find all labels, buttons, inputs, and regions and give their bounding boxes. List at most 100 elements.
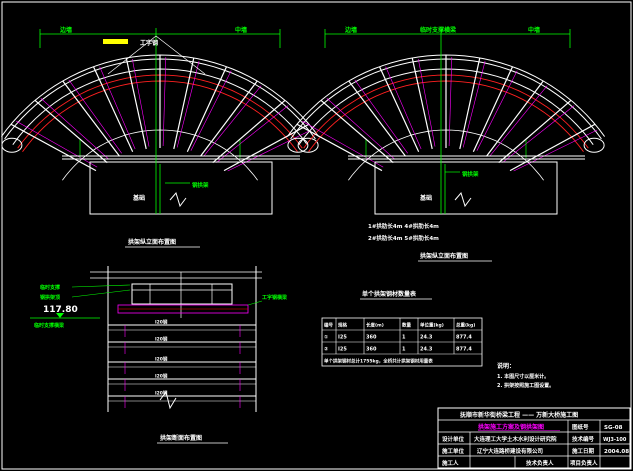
arch-radial-rib [62, 80, 121, 157]
arch-radial-rib-inner [513, 129, 598, 172]
note-item-2: 2. 拱架按照施工图设置。 [497, 382, 554, 389]
arch-radial-rib-inner [418, 58, 436, 147]
tech-no: WJ3-100 [603, 437, 627, 443]
label-center-wall: 中墙 [528, 26, 540, 34]
arch-radial-rib [411, 57, 433, 150]
tech-label: 技术编号 [572, 435, 595, 443]
rib-note-1: 1#拱肋长4m 4#拱肋长4m [368, 222, 439, 230]
table-cell: 360 [366, 335, 377, 341]
arch-radial-rib [173, 57, 195, 150]
arch-end-right [297, 137, 319, 153]
top-frame [131, 283, 233, 305]
beam-label: I20钢 [155, 390, 168, 397]
reviewer-label: 技术负责人 [526, 459, 554, 467]
arch-radial-rib-inner [40, 98, 110, 160]
drawing-no: SG-08 [604, 425, 623, 431]
table-cell: 877.4 [456, 335, 472, 341]
arch-radial-rib [485, 80, 544, 157]
leader-arch-top [71, 289, 131, 298]
beam-label: I20钢 [155, 319, 168, 326]
arch-radial-rib-inner [203, 85, 262, 156]
arch-radial-rib [186, 66, 228, 152]
foundation-block [89, 161, 273, 215]
arch-end-left [287, 137, 309, 153]
title-block: 抚顺市新华街桥梁工程 —— 万新大桥施工图 拱架施工方案及钢拱架图 设计单位 大… [437, 407, 631, 469]
note-item-1: 1. 本图尺寸以厘米计。 [497, 373, 549, 380]
table-header-cell: 编号 [324, 322, 333, 329]
table-header-cell: 长度(m) [366, 322, 384, 329]
label-foundation: 基础 [419, 194, 432, 202]
designer-label: 设计单位 [442, 435, 465, 443]
arch-ribs [286, 54, 606, 181]
label-temp-support: 临时支撑 [40, 284, 60, 291]
arch-radial-rib-inner [99, 66, 136, 150]
arch-end-right [583, 137, 605, 153]
rib-note-2: 2#拱肋长4m 5#拱肋长4m [368, 234, 439, 242]
date-value: 2004.08 [604, 449, 629, 455]
caption-section: 拱架断面布置图 [160, 434, 202, 442]
arch-radial-rib [92, 66, 134, 152]
contractor-name: 辽宁大连路桥建设有限公司 [477, 447, 543, 455]
arch-radial-rib-inner [227, 129, 312, 172]
table-cell: 360 [366, 347, 377, 353]
arch-radial-rib-inner [132, 58, 150, 147]
arch-radial-rib-inner [216, 105, 289, 163]
title-block-frame [437, 407, 631, 469]
arch-radial-rib-inner [385, 66, 422, 150]
arch-radial-rib-inner [448, 57, 453, 147]
date-label: 施工日期 [572, 447, 595, 455]
arch-radial-rib [212, 99, 286, 164]
label-steel-arch: 钢拱架 [192, 181, 209, 189]
arch-radial-rib [498, 99, 572, 164]
leader-line [155, 35, 206, 75]
arch-radial-rib-inner [326, 98, 396, 160]
designer-name: 大连理工大学土木水利设计研究院 [474, 435, 557, 443]
table-cell: 1 [402, 335, 406, 341]
top-steel-plate [103, 39, 128, 44]
arch-radial-rib-inner [68, 79, 122, 154]
staff-label: 施工人 [442, 459, 459, 467]
leader-temp-support [71, 284, 131, 288]
arch-radial-rib-inner [502, 105, 575, 163]
leader-i-beam-right [247, 300, 263, 306]
beam-label: I20钢 [155, 373, 168, 380]
arch-radial-rib [296, 123, 383, 172]
table-cell: 877.4 [456, 347, 472, 353]
table-cell: 1 [402, 347, 406, 353]
break-symbol [169, 191, 187, 208]
arch-end-left [1, 137, 23, 153]
label-temporary-beam: 临时支撑横梁 [420, 26, 456, 34]
notes-block: 说明： 1. 本图尺寸以厘米计。 2. 拱架按照施工图设置。 [497, 362, 554, 389]
caption-view1: 拱架纵立面布置图 [128, 238, 176, 246]
table-header-cell: 规格 [338, 322, 347, 329]
caption-view2: 拱架纵立面布置图 [420, 252, 468, 260]
arch-radial-rib [509, 123, 596, 172]
project-title: 抚顺市新华街桥梁工程 —— 万新大桥施工图 [460, 411, 578, 419]
contractor-label: 施工单位 [442, 447, 465, 455]
label-center-wall: 中墙 [235, 26, 247, 34]
view1-elevation: 边墙 中墙 工字钢 钢拱架 基础 拱架纵立面布置图 [0, 26, 320, 248]
drawing-title: 拱架施工方案及钢拱架图 [478, 423, 544, 431]
table-cell: I25 [338, 335, 347, 341]
label-i-beam: 工字钢 [140, 39, 158, 47]
arch-radial-rib-inner [162, 57, 167, 147]
label-i-beam-right: 工字钢横梁 [262, 294, 288, 301]
arch-radial-rib-inner [190, 70, 232, 151]
arch-radial-rib [34, 99, 108, 164]
elevation-value: 117.80 [43, 305, 78, 315]
arch-radial-rib [378, 66, 420, 152]
arch-radial-rib-inner [476, 70, 518, 151]
leader-line-2 [107, 35, 157, 75]
beam-label: I20钢 [155, 336, 168, 343]
notes-title: 说明： [497, 362, 515, 370]
table-header-cell: 数量 [402, 322, 411, 329]
arch-radial-rib-inner [462, 60, 486, 148]
break-symbol [159, 390, 177, 410]
arch-radial-rib [348, 80, 407, 157]
arch-radial-rib [125, 57, 147, 150]
